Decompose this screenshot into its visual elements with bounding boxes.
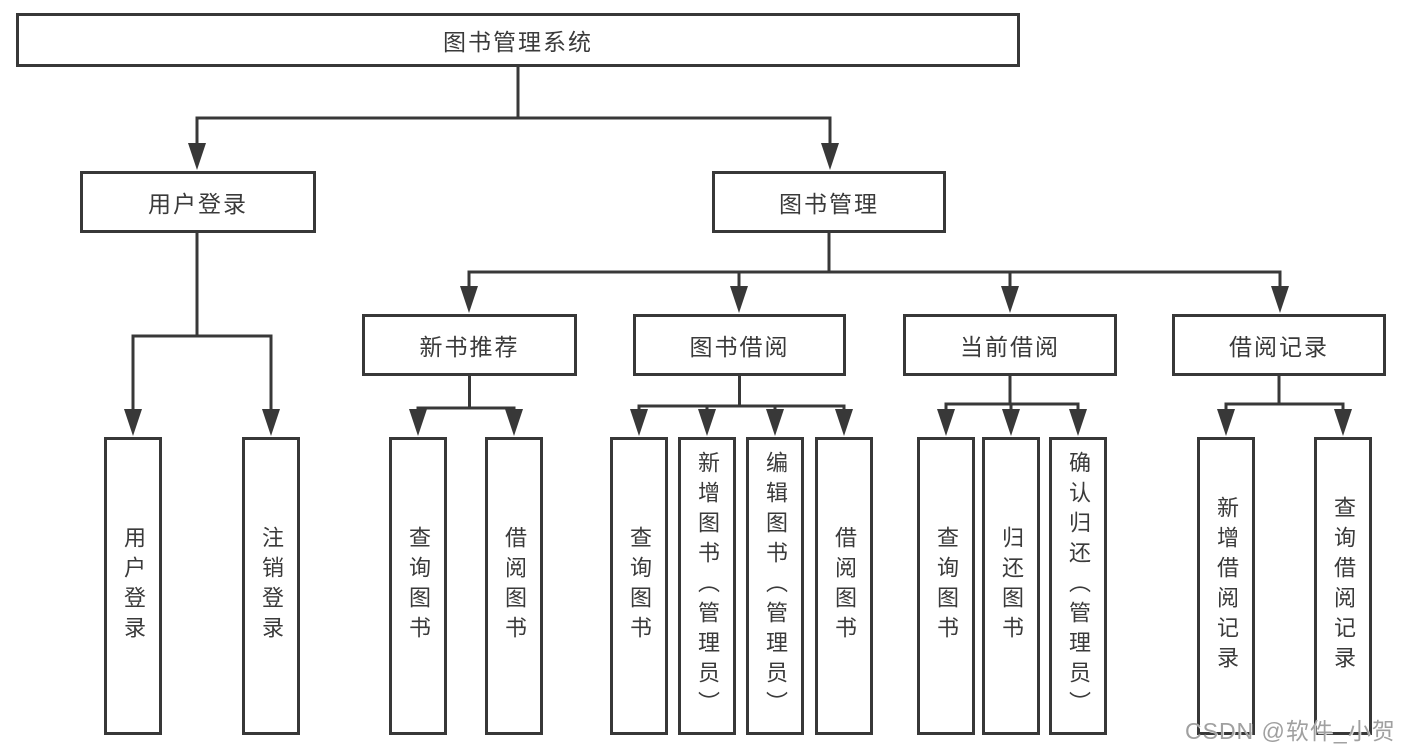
arrow-down-icon [766, 409, 784, 436]
connector-user-login-children [131, 233, 273, 414]
leaf-query-books-borrow: 查询图书 [610, 437, 668, 735]
node-label: 图书借阅 [689, 334, 790, 360]
arrow-down-icon [698, 409, 716, 436]
node-current-borrowing: 当前借阅 [903, 314, 1117, 376]
node-borrow-records: 借阅记录 [1172, 314, 1386, 376]
leaf-user-login: 用户登录 [104, 437, 162, 735]
arrow-down-icon [1069, 409, 1087, 436]
leaf-query-books-current: 查询图书 [917, 437, 975, 735]
node-new-book-recommend: 新书推荐 [362, 314, 577, 376]
connector-current-children [944, 376, 1080, 414]
arrow-down-icon [124, 409, 142, 436]
leaf-label: 注销登录 [259, 526, 284, 646]
leaf-label: 用户登录 [121, 526, 146, 646]
node-book-borrowing: 图书借阅 [633, 314, 846, 376]
arrow-down-icon [1334, 409, 1352, 436]
leaf-borrow-books: 借阅图书 [815, 437, 873, 735]
node-user-login: 用户登录 [80, 171, 316, 233]
arrowheads [124, 143, 1352, 436]
connector-book-mgmt-to-level3 [467, 233, 1282, 292]
csdn-watermark: CSDN @软件_小贺同学 [1185, 718, 1396, 744]
arrow-down-icon [1217, 409, 1235, 436]
arrow-down-icon [409, 409, 427, 436]
leaf-label: 查询图书 [934, 526, 959, 646]
node-label: 图书管理 [779, 191, 879, 217]
leaf-logout: 注销登录 [242, 437, 300, 735]
leaf-label: 查询图书 [627, 526, 652, 646]
leaf-label: 查询借阅记录 [1331, 496, 1356, 676]
leaf-edit-books-admin: 编辑图书（管理员） [746, 437, 804, 735]
leaf-label: 编辑图书（管理员） [763, 451, 788, 721]
leaf-label: 新增借阅记录 [1214, 496, 1239, 676]
arrow-down-icon [460, 286, 478, 313]
leaf-borrow-books-recommend: 借阅图书 [485, 437, 543, 735]
leaf-query-borrow-record: 查询借阅记录 [1314, 437, 1372, 735]
arrow-down-icon [1271, 286, 1289, 313]
node-label: 用户登录 [148, 191, 248, 217]
arrow-down-icon [262, 409, 280, 436]
leaf-label: 新增图书（管理员） [695, 451, 720, 721]
node-book-management: 图书管理 [712, 171, 946, 233]
leaf-label: 归还图书 [999, 526, 1024, 646]
leaf-confirm-return-admin: 确认归还（管理员） [1049, 437, 1107, 735]
node-label: 当前借阅 [960, 334, 1060, 360]
arrow-down-icon [505, 409, 523, 436]
leaf-return-books: 归还图书 [982, 437, 1040, 735]
arrow-down-icon [730, 286, 748, 313]
connector-borrow-children [637, 376, 846, 414]
node-label: 新书推荐 [419, 334, 520, 360]
arrow-down-icon [188, 143, 206, 170]
arrow-down-icon [821, 143, 839, 170]
leaf-add-borrow-record: 新增借阅记录 [1197, 437, 1255, 735]
node-label: 借阅记录 [1229, 334, 1329, 360]
arrow-down-icon [1002, 409, 1020, 436]
connector-recommend-children [416, 376, 516, 414]
leaf-label: 借阅图书 [832, 526, 857, 646]
leaf-label: 借阅图书 [502, 526, 527, 646]
arrow-down-icon [630, 409, 648, 436]
connector-paths [131, 67, 1345, 414]
arrow-down-icon [835, 409, 853, 436]
leaf-label: 确认归还（管理员） [1066, 451, 1091, 721]
leaf-label: 查询图书 [406, 526, 431, 646]
node-label: 图书管理系统 [443, 29, 593, 55]
arrow-down-icon [937, 409, 955, 436]
arrow-down-icon [1001, 286, 1019, 313]
leaf-add-books-admin: 新增图书（管理员） [678, 437, 736, 735]
connector-records-children [1224, 376, 1345, 414]
node-root-library-system: 图书管理系统 [16, 13, 1020, 67]
connector-root-to-level2 [195, 67, 832, 150]
leaf-query-books-recommend: 查询图书 [389, 437, 447, 735]
